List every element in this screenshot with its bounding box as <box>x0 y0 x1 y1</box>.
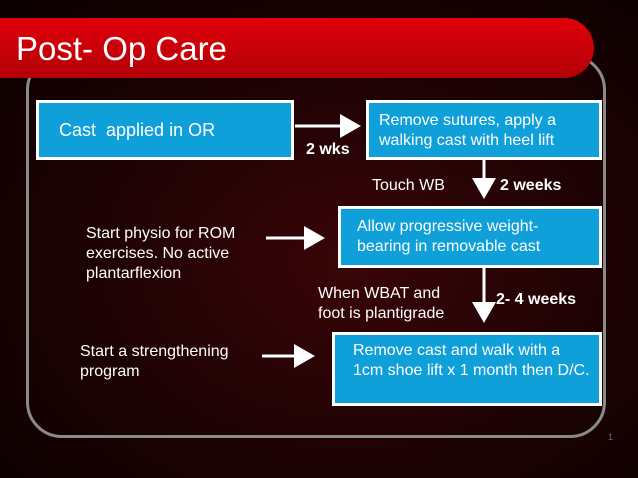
box-remove-cast: Remove cast and walk with a 1cm shoe lif… <box>332 332 602 406</box>
label-start-strengthening: Start a strengthening program <box>80 343 229 380</box>
page-number: 1 <box>608 432 614 442</box>
label-2-4-weeks: 2- 4 weeks <box>496 291 577 308</box>
box-progressive-wb: Allow progressive weight-bearing in remo… <box>338 206 602 268</box>
box-cast-applied: Cast applied in OR <box>36 100 294 160</box>
label-2-weeks: 2 weeks <box>500 177 562 194</box>
box-progressive-wb-text: Allow progressive weight-bearing in remo… <box>357 218 541 255</box>
box-remove-sutures: Remove sutures, apply a walking cast wit… <box>366 100 602 160</box>
box-remove-cast-text: Remove cast and walk with a 1cm shoe lif… <box>353 342 590 379</box>
label-when-wbat: When WBAT and foot is plantigrade <box>318 285 445 322</box>
label-2-wks: 2 wks <box>306 141 350 158</box>
label-touch-wb: Touch WB <box>372 177 445 194</box>
box-cast-applied-text: Cast applied in OR <box>59 120 216 140</box>
slide-title: Post- Op Care <box>16 30 227 67</box>
box-remove-sutures-text: Remove sutures, apply a walking cast wit… <box>379 112 556 149</box>
title-bar <box>0 18 594 78</box>
label-start-physio: Start physio for ROM exercises. No activ… <box>86 225 236 282</box>
